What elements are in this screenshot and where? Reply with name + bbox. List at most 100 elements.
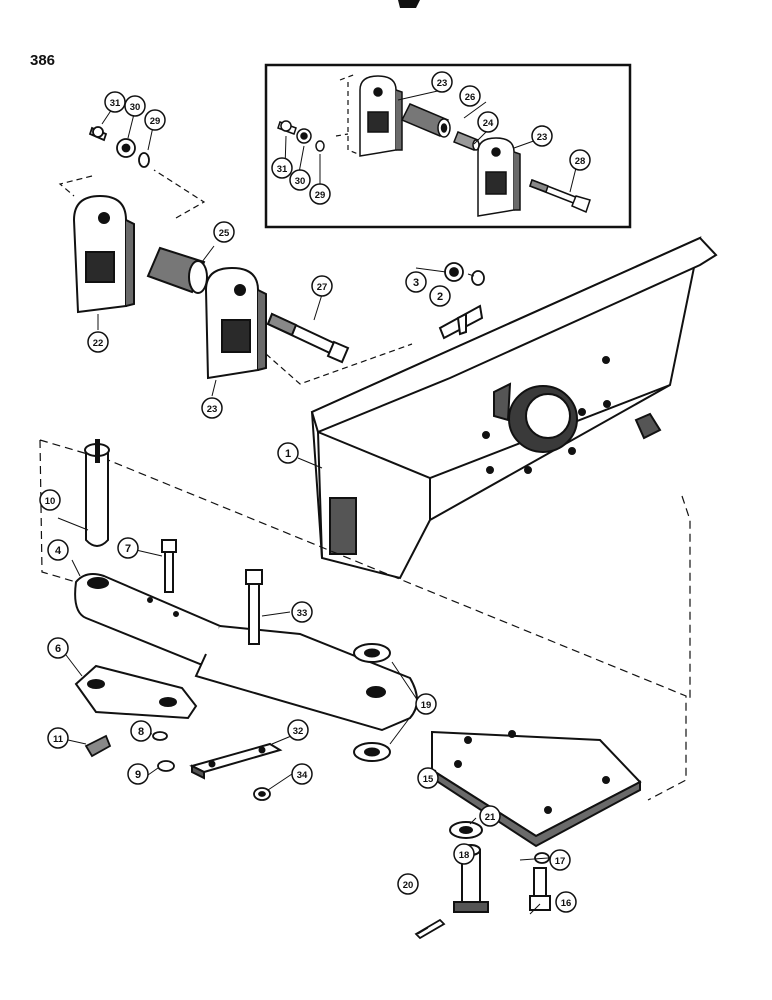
callout-31: 31 — [104, 91, 126, 113]
callout-number: 23 — [207, 404, 218, 415]
callout-number: 30 — [130, 102, 141, 113]
callout-number: 34 — [297, 770, 308, 781]
inset-dashed-path — [335, 73, 359, 155]
callout-circle — [417, 767, 439, 789]
callout-number: 27 — [317, 282, 328, 293]
callout-number: 3 — [413, 277, 419, 289]
callout-circle — [397, 873, 419, 895]
inset-pin-24 — [453, 131, 480, 151]
callout-number: 29 — [315, 190, 326, 201]
callout-number: 9 — [135, 769, 141, 781]
callout-number: 6 — [55, 643, 61, 655]
callout-circle — [130, 720, 152, 742]
callout-circle — [39, 489, 61, 511]
callout-number: 23 — [437, 78, 448, 89]
callout-number: 2 — [437, 291, 443, 303]
callout-number: 30 — [295, 176, 306, 187]
callout-32: 32 — [287, 719, 309, 741]
callout-18: 18 — [453, 843, 475, 865]
callout-circle — [144, 109, 166, 131]
callout-number: 10 — [45, 496, 56, 507]
bracket-23 — [204, 266, 267, 380]
inset-sleeve-26 — [400, 103, 451, 138]
hitch-housing-1 — [310, 236, 718, 580]
small-parts-8-9-11 — [84, 731, 175, 772]
callout-3: 3 — [405, 271, 427, 293]
callout-29: 29 — [309, 183, 331, 205]
callout-number: 29 — [150, 116, 161, 127]
callout-number: 23 — [537, 132, 548, 143]
callout-number: 7 — [125, 543, 131, 555]
callout-circle — [213, 221, 235, 243]
nut-34 — [253, 787, 271, 801]
callout-15: 15 — [417, 767, 439, 789]
callout-circle — [104, 91, 126, 113]
inset-bracket-23-rear — [359, 75, 403, 157]
callout-30: 30 — [124, 95, 146, 117]
callout-number: 24 — [483, 118, 494, 129]
callout-23: 23 — [201, 397, 223, 419]
bracket-22 — [72, 194, 135, 314]
callout-24: 24 — [477, 111, 499, 133]
callout-circle — [291, 763, 313, 785]
callout-11: 11 — [47, 727, 69, 749]
callout-circle — [287, 719, 309, 741]
callout-number: 11 — [53, 734, 64, 745]
bolt-27 — [266, 312, 350, 364]
callout-circle — [271, 157, 293, 179]
sleeve-25 — [146, 246, 208, 294]
callout-circle — [569, 149, 591, 171]
callout-number: 31 — [110, 98, 121, 109]
callout-circle — [201, 397, 223, 419]
callout-circle — [405, 271, 427, 293]
callout-labels: 1234678910111516171819202122232323242526… — [39, 71, 591, 913]
callout-31: 31 — [271, 157, 293, 179]
callout-circle — [47, 727, 69, 749]
callout-10: 10 — [39, 489, 61, 511]
pin-10 — [84, 439, 110, 547]
inset-detail-box — [264, 63, 632, 229]
callout-23: 23 — [431, 71, 453, 93]
bolt-7 — [161, 539, 177, 593]
drawbar-dashed-envelope — [39, 439, 691, 801]
callout-number: 20 — [403, 880, 414, 891]
callout-30: 30 — [289, 169, 311, 191]
upper-dashed-path — [58, 169, 413, 385]
callout-circle — [415, 693, 437, 715]
callout-7: 7 — [117, 537, 139, 559]
callout-circle — [117, 537, 139, 559]
callout-6: 6 — [47, 637, 69, 659]
callout-2: 2 — [429, 285, 451, 307]
callout-4: 4 — [47, 539, 69, 561]
callout-23: 23 — [531, 125, 553, 147]
callout-circle — [431, 71, 453, 93]
callout-circle — [531, 125, 553, 147]
callout-circle — [479, 805, 501, 827]
callout-27: 27 — [311, 275, 333, 297]
callout-9: 9 — [127, 763, 149, 785]
callout-circle — [47, 539, 69, 561]
callout-number: 18 — [459, 850, 470, 861]
callout-circle — [477, 111, 499, 133]
inset-hardware-31-30-29 — [277, 120, 325, 152]
hardware-31-30-29 — [88, 126, 150, 168]
callout-number: 22 — [93, 338, 104, 349]
callout-number: 31 — [277, 164, 288, 175]
callout-circle — [289, 169, 311, 191]
nut-3-washer-2 — [444, 262, 485, 286]
callout-circle — [459, 85, 481, 107]
header-mark — [398, 0, 420, 8]
callout-circle — [309, 183, 331, 205]
callout-circle — [124, 95, 146, 117]
callout-26: 26 — [459, 85, 481, 107]
callout-21: 21 — [479, 805, 501, 827]
callout-number: 19 — [421, 700, 432, 711]
callout-19: 19 — [415, 693, 437, 715]
callout-28: 28 — [569, 149, 591, 171]
clevis-6 — [74, 664, 198, 720]
callout-circle — [555, 891, 577, 913]
callout-circle — [47, 637, 69, 659]
callout-25: 25 — [213, 221, 235, 243]
